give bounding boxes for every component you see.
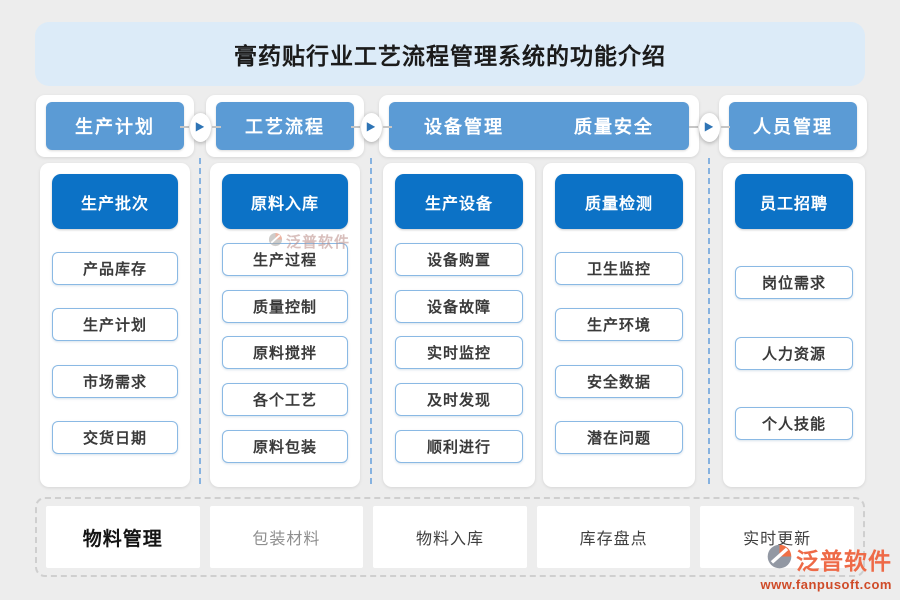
column-process-flow: 原料入库 生产过程 质量控制 原料搅拌 各个工艺 原料包装: [210, 163, 360, 487]
column-production-plan: 生产批次 产品库存 生产计划 市场需求 交货日期: [40, 163, 190, 487]
node-item: 生产环境: [555, 308, 683, 342]
node-list: 设备购置 设备故障 实时监控 及时发现 顺利进行: [395, 229, 523, 477]
header-card-personnel: 人员管理: [719, 95, 867, 157]
node-item: 顺利进行: [395, 430, 523, 464]
node-primary: 原料入库: [222, 174, 348, 229]
header-card-equipment-quality: 设备管理 质量安全: [379, 95, 699, 157]
column-divider-dashed: [708, 158, 710, 484]
header-label: 生产计划: [75, 117, 155, 137]
watermark-logo: 泛普软件: [268, 231, 350, 252]
column-equipment: 生产设备 设备购置 设备故障 实时监控 及时发现 顺利进行: [383, 163, 535, 487]
node-item: 生产过程: [222, 242, 348, 276]
bottom-item: 包装材料: [209, 506, 364, 568]
header-label: 质量安全: [574, 117, 654, 137]
fanpu-logo-icon: [268, 232, 283, 252]
bottom-item-text: 物料入库: [415, 531, 484, 548]
node-item: 实时监控: [395, 336, 523, 370]
header-production-plan: 生产计划: [46, 102, 184, 150]
bottom-item: 物料入库: [373, 506, 527, 568]
node-item: 产品库存: [52, 252, 178, 286]
flow-connector: ▶: [687, 112, 731, 142]
header-card-process-flow: 工艺流程: [206, 95, 364, 157]
node-item: 各个工艺: [222, 383, 348, 417]
connector-dash: [382, 126, 392, 128]
arrow-right-icon: ▶: [189, 112, 211, 142]
header-label: 人员管理: [753, 117, 833, 137]
header-label: 工艺流程: [245, 117, 325, 137]
node-list: 岗位需求 人力资源 个人技能: [735, 229, 853, 477]
node-primary: 生产设备: [395, 174, 523, 229]
bottom-item-text: 库存盘点: [579, 531, 648, 548]
bottom-label: 物料管理: [46, 506, 200, 568]
node-list: 生产过程 质量控制 原料搅拌 各个工艺 原料包装: [222, 229, 348, 477]
node-item: 及时发现: [395, 383, 523, 417]
header-card-production-plan: 生产计划: [36, 95, 194, 157]
page-title: 膏药贴行业工艺流程管理系统的功能介绍: [234, 44, 666, 69]
node-item: 原料包装: [222, 430, 348, 464]
header-process-flow: 工艺流程: [216, 102, 354, 150]
bottom-strip-material-management: 物料管理 包装材料 物料入库 库存盘点 实时更新: [35, 497, 865, 577]
node-item: 设备故障: [395, 289, 523, 323]
connector-dash: [720, 126, 730, 128]
node-primary: 质量检测: [555, 174, 683, 229]
flow-connector: ▶: [178, 112, 222, 142]
node-item: 设备购置: [395, 242, 523, 276]
column-quality-safety: 质量检测 卫生监控 生产环境 安全数据 潜在问题: [543, 163, 695, 487]
node-primary: 生产批次: [52, 174, 178, 229]
column-personnel: 员工招聘 岗位需求 人力资源 个人技能: [723, 163, 865, 487]
arrow-right-icon: ▶: [360, 112, 382, 142]
arrow-right-icon: ▶: [698, 112, 720, 142]
flow-connector: ▶: [349, 112, 393, 142]
node-item: 卫生监控: [555, 252, 683, 286]
connector-dash: [350, 126, 360, 128]
connector-dash: [179, 126, 189, 128]
connector-dash: [211, 126, 221, 128]
bottom-label-text: 物料管理: [82, 528, 163, 550]
node-item: 原料搅拌: [222, 336, 348, 370]
node-list: 产品库存 生产计划 市场需求 交货日期: [52, 229, 178, 477]
brand-logo: 泛普软件 www.fanpusoft.com: [760, 542, 892, 592]
node-item: 潜在问题: [555, 420, 683, 454]
node-list: 卫生监控 生产环境 安全数据 潜在问题: [555, 229, 683, 477]
bottom-item-text: 实时更新: [743, 531, 812, 548]
node-item: 安全数据: [555, 364, 683, 398]
node-item: 岗位需求: [735, 266, 853, 300]
node-primary: 员工招聘: [735, 174, 853, 229]
header-equipment-quality: 设备管理 质量安全: [389, 102, 689, 150]
node-item: 质量控制: [222, 289, 348, 323]
header-label: 设备管理: [424, 117, 504, 137]
connector-dash: [688, 126, 698, 128]
column-divider-dashed: [370, 158, 372, 484]
watermark-text: 泛普软件: [286, 234, 351, 251]
header-personnel: 人员管理: [729, 102, 857, 150]
node-item: 个人技能: [735, 406, 853, 440]
node-item: 市场需求: [52, 364, 178, 398]
bottom-item-text: 包装材料: [252, 531, 321, 548]
brand-url: www.fanpusoft.com: [760, 577, 892, 592]
node-item: 交货日期: [52, 420, 178, 454]
title-banner: 膏药贴行业工艺流程管理系统的功能介绍: [35, 22, 865, 86]
bottom-item: 库存盘点: [536, 506, 691, 568]
column-divider-dashed: [199, 158, 201, 484]
fanpu-logo-icon: [766, 543, 793, 575]
node-item: 生产计划: [52, 308, 178, 342]
node-item: 人力资源: [735, 336, 853, 370]
brand-name: 泛普软件: [796, 548, 892, 574]
